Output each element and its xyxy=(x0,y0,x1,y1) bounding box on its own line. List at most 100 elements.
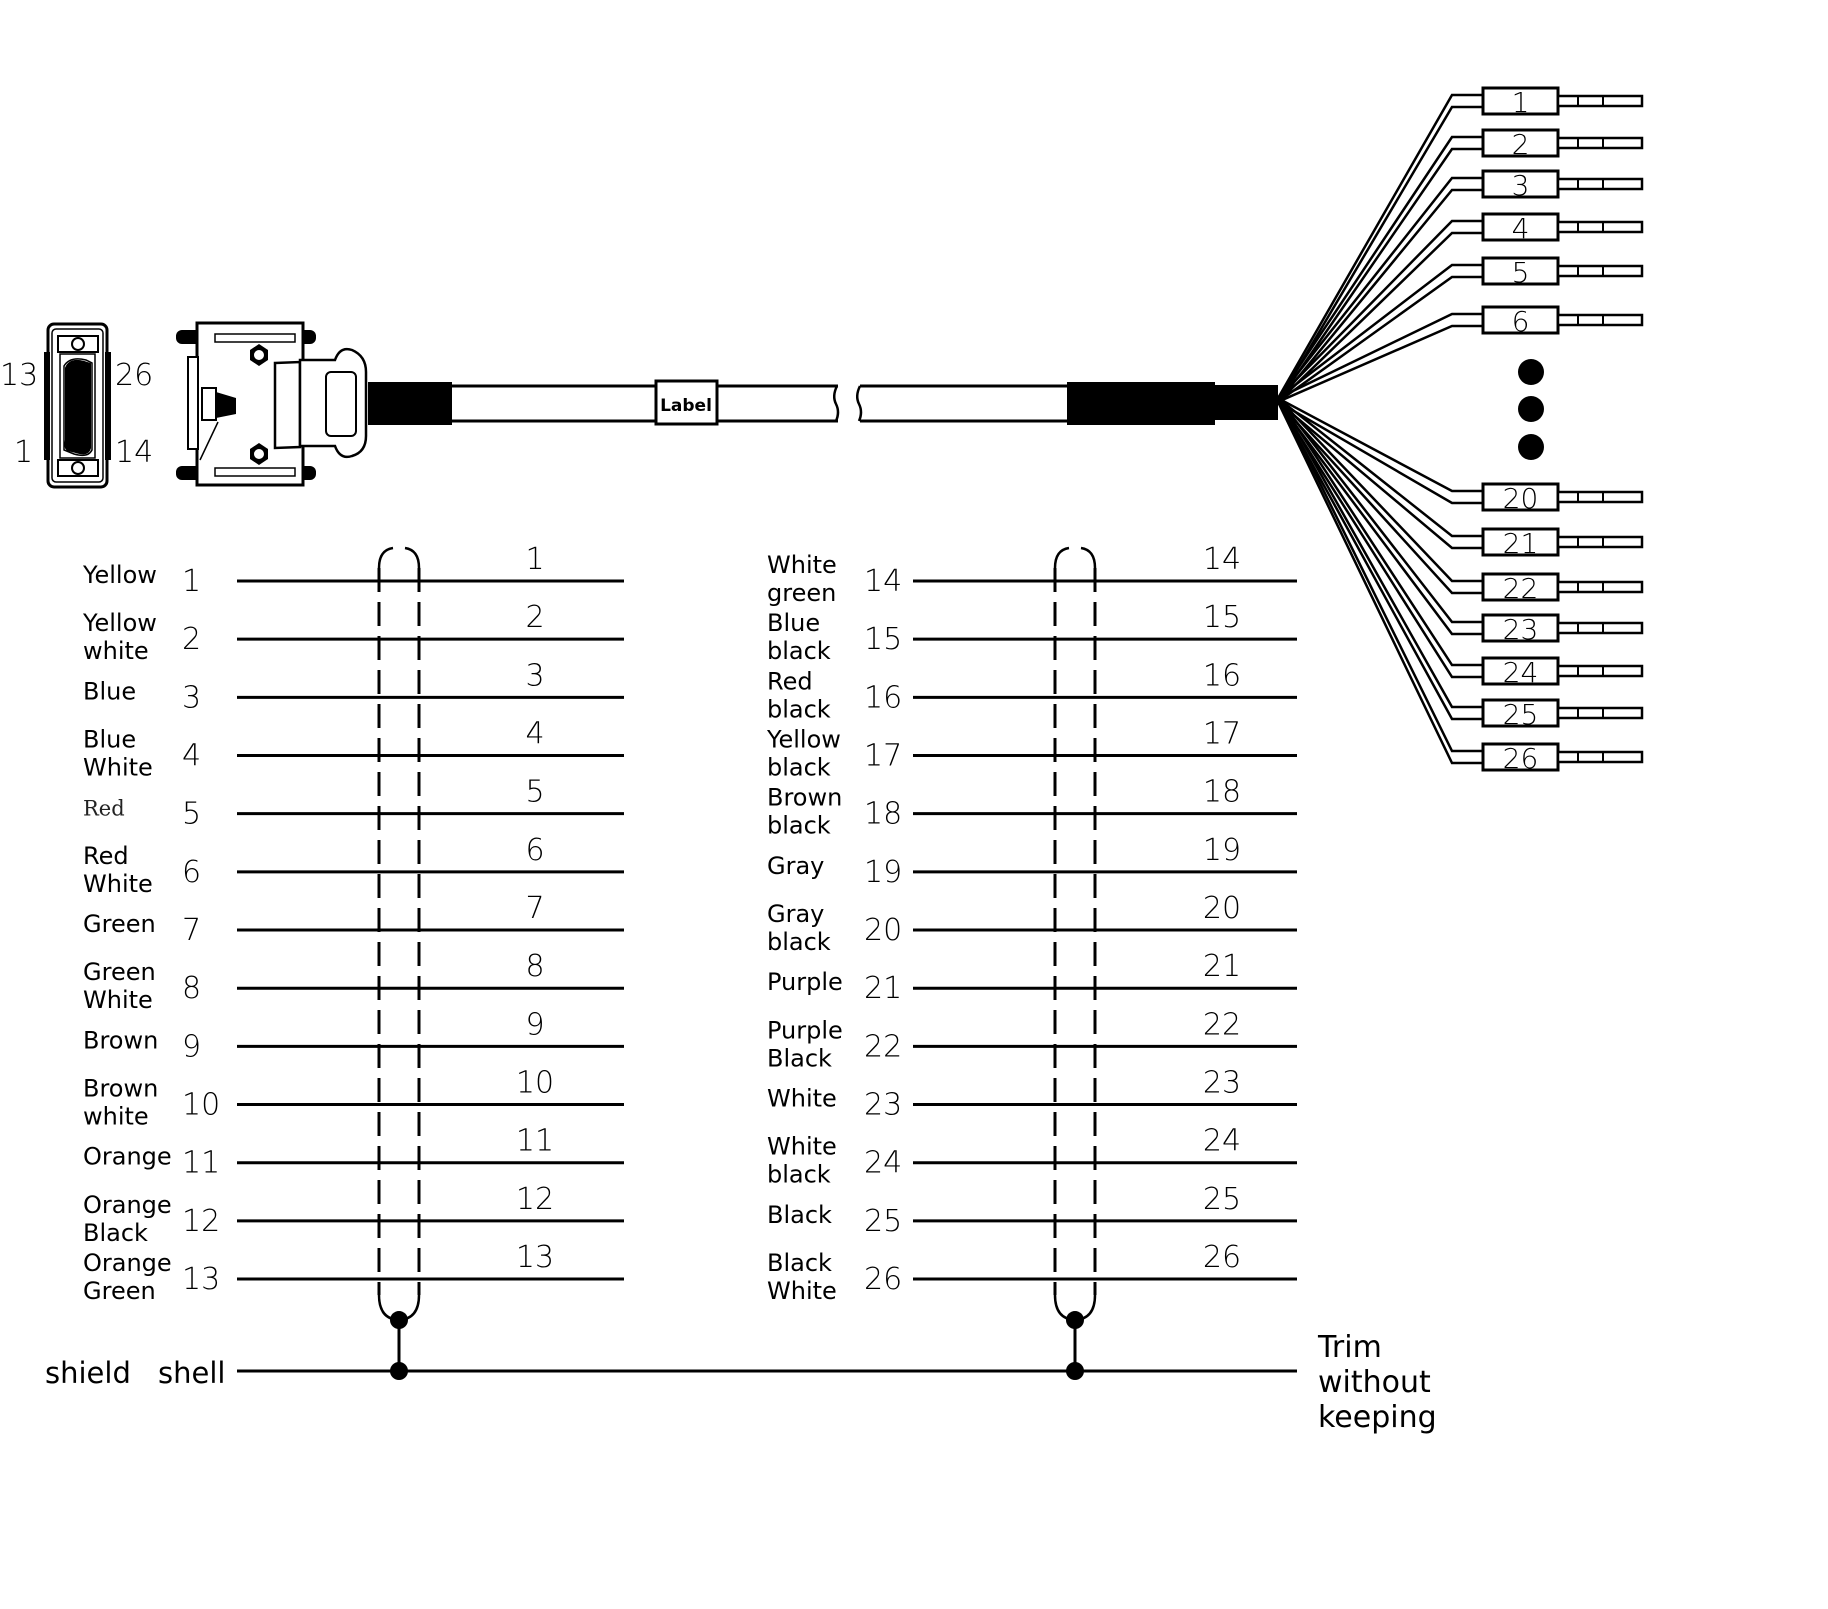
pin-tip xyxy=(1556,750,1644,764)
wire-end-pin-number: 16 xyxy=(1203,658,1241,693)
wire-color-label: Black xyxy=(767,1201,832,1229)
pin-tip xyxy=(1556,621,1644,635)
wire-pin-number: 12 xyxy=(182,1204,220,1239)
lead-pin-number: 3 xyxy=(1512,169,1530,202)
wire-end-pin-number: 13 xyxy=(516,1240,554,1275)
cable xyxy=(368,379,1278,426)
wire-pin-number: 26 xyxy=(864,1262,902,1297)
wire-color-label-line2: black xyxy=(767,695,831,723)
flying-lead: 2 xyxy=(1276,128,1644,403)
wire-color-label-line2: White xyxy=(767,1277,837,1305)
wire-end-pin-number: 23 xyxy=(1203,1066,1241,1101)
pin-ferrule-box xyxy=(1481,256,1560,286)
wire-end-pin-number: 1 xyxy=(525,542,544,577)
wire-color-label: Gray xyxy=(767,852,824,880)
lead-pin-number: 2 xyxy=(1512,128,1530,161)
left-group: 11Yellow22Yellowwhite33Blue44BlueWhite55… xyxy=(82,542,624,1380)
trim-note-line1: Trim xyxy=(1317,1330,1382,1365)
wire-end-pin-number: 22 xyxy=(1203,1007,1241,1042)
pin-tip xyxy=(1556,94,1644,108)
wire-end-pin-number: 18 xyxy=(1203,775,1241,810)
wire-end-pin-number: 24 xyxy=(1203,1124,1241,1159)
flying-lead: 3 xyxy=(1277,169,1644,403)
wire-pin-number: 2 xyxy=(182,622,201,657)
lead-pin-number: 22 xyxy=(1503,572,1539,605)
wire-pin-number: 8 xyxy=(182,971,201,1006)
wire-color-label: Yellow xyxy=(766,726,841,754)
pin-ferrule-box xyxy=(1481,169,1560,199)
wire-end-pin-number: 21 xyxy=(1203,949,1241,984)
face-pin-label-13: 13 xyxy=(0,358,38,393)
lead-pin-number: 6 xyxy=(1512,305,1530,338)
shell-label: shell xyxy=(158,1356,225,1390)
lead-pin-number: 4 xyxy=(1512,212,1530,245)
connector-face xyxy=(44,322,111,489)
wire-color-label-line2: white xyxy=(83,1103,149,1131)
wire-pin-number: 14 xyxy=(864,564,902,599)
ellipsis-dot xyxy=(1518,434,1544,460)
wire-color-label-line2: Black xyxy=(767,1044,832,1072)
flying-lead: 4 xyxy=(1277,212,1644,403)
face-pin-label-1: 1 xyxy=(14,435,33,470)
wire-pin-number: 10 xyxy=(182,1088,220,1123)
wire-color-label: Blue xyxy=(83,726,136,754)
wire-color-label: Red xyxy=(83,842,129,870)
wire-pin-number: 5 xyxy=(182,797,201,832)
flying-lead: 22 xyxy=(1277,397,1644,605)
right-group: 1414Whitegreen1515Blueblack1616Redblack1… xyxy=(766,542,1297,1380)
wire-pin-number: 13 xyxy=(182,1262,220,1297)
wire-end-pin-number: 20 xyxy=(1203,891,1241,926)
lead-pin-number: 26 xyxy=(1503,742,1539,775)
wire-color-label: White xyxy=(767,1085,837,1113)
wire-color-label: Blue xyxy=(83,677,136,705)
ellipsis-dot xyxy=(1518,396,1544,422)
wire-pin-number: 20 xyxy=(864,913,902,948)
wire-pin-number: 4 xyxy=(182,739,201,774)
pin-tip xyxy=(1556,313,1644,327)
wire-color-label-line2: black xyxy=(767,812,831,840)
cable-label-tag: Label xyxy=(660,396,712,416)
wire-end-pin-number: 10 xyxy=(516,1066,554,1101)
trim-note-line2: without xyxy=(1318,1365,1431,1400)
trim-note-line3: keeping xyxy=(1318,1400,1437,1435)
wire-color-label: Purple xyxy=(767,968,843,996)
wire-pin-number: 18 xyxy=(864,797,902,832)
wire-color-label: Green xyxy=(83,910,156,938)
flying-lead: 1 xyxy=(1276,86,1644,403)
wire-color-label: Yellow xyxy=(82,609,157,637)
wire-pin-number: 23 xyxy=(864,1088,902,1123)
wire-color-label-line2: White xyxy=(83,754,153,782)
wire-color-label: Brown xyxy=(83,1075,158,1103)
wire-pin-number: 15 xyxy=(864,622,902,657)
pin-tip xyxy=(1556,490,1644,504)
pin-ferrule-box xyxy=(1481,482,1560,512)
wire-end-pin-number: 26 xyxy=(1203,1240,1241,1275)
pin-tip xyxy=(1556,664,1644,678)
wire-pin-number: 17 xyxy=(864,739,902,774)
flying-lead: 20 xyxy=(1277,397,1644,515)
pin-ferrule-box xyxy=(1481,128,1560,158)
pin-tip xyxy=(1556,136,1644,150)
pin-tip xyxy=(1556,177,1644,191)
wire-end-pin-number: 2 xyxy=(525,600,544,635)
shield-label: shield xyxy=(45,1356,131,1390)
wire-color-label: White xyxy=(767,551,837,579)
cable-shield xyxy=(377,546,421,1380)
wire-pin-number: 24 xyxy=(864,1146,902,1181)
wire-color-label: Gray xyxy=(767,900,824,928)
connector-side-view xyxy=(176,321,368,487)
wire-color-label: White xyxy=(767,1133,837,1161)
